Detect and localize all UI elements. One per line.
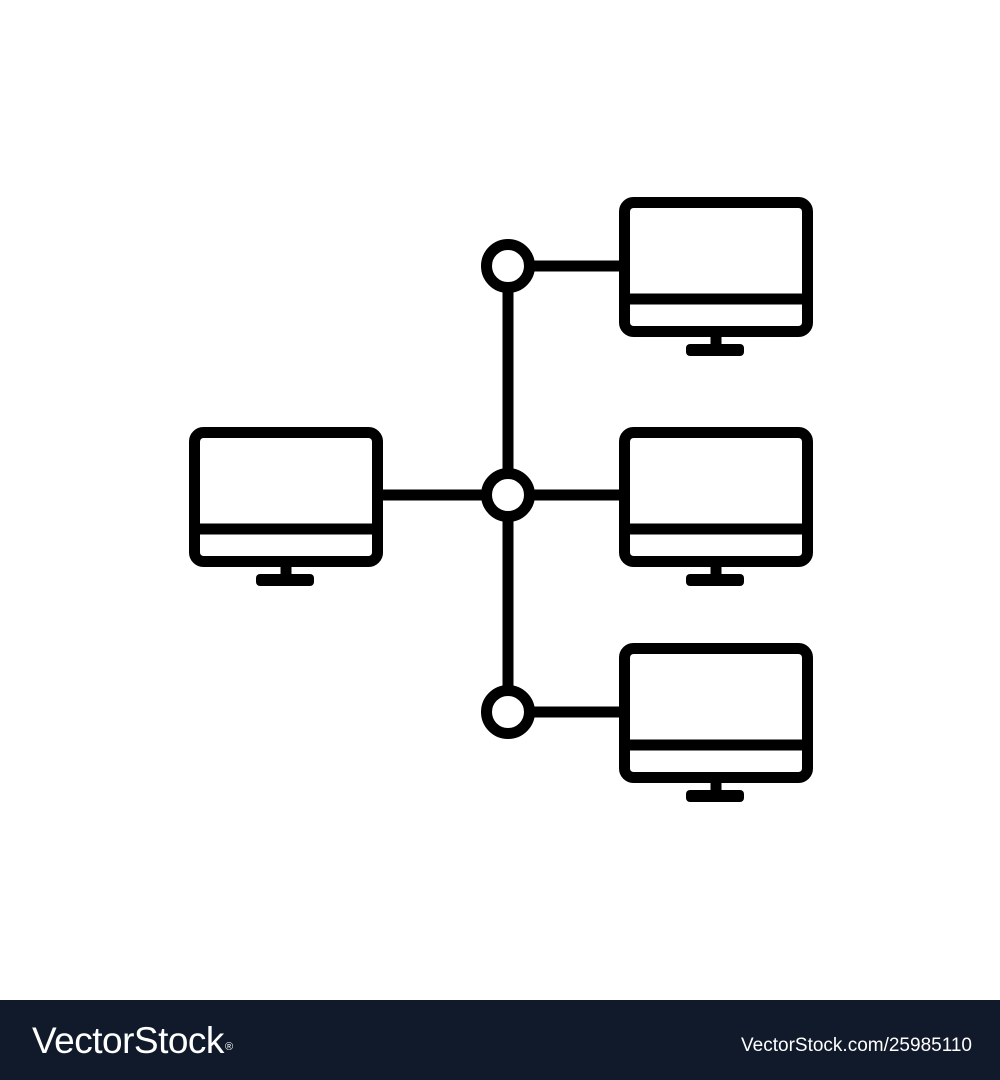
connection-node-icon [481,685,535,739]
monitor-icon [619,427,813,586]
monitor-icon [189,427,383,586]
brand-logo: VectorStock® [32,1018,233,1064]
image-id: VectorStock.com/25985110 [741,1035,972,1056]
connection-node-icon [481,468,535,522]
illustration-canvas [189,197,813,802]
monitor-icon [619,643,813,802]
watermark-footer: VectorStock® VectorStock.com/25985110 [0,1000,1000,1080]
monitor-icon [619,197,813,356]
brand-name: VectorStock [32,1020,224,1061]
network-topology-icon [189,197,813,802]
registered-mark: ® [224,1041,233,1053]
connection-node-icon [481,239,535,293]
